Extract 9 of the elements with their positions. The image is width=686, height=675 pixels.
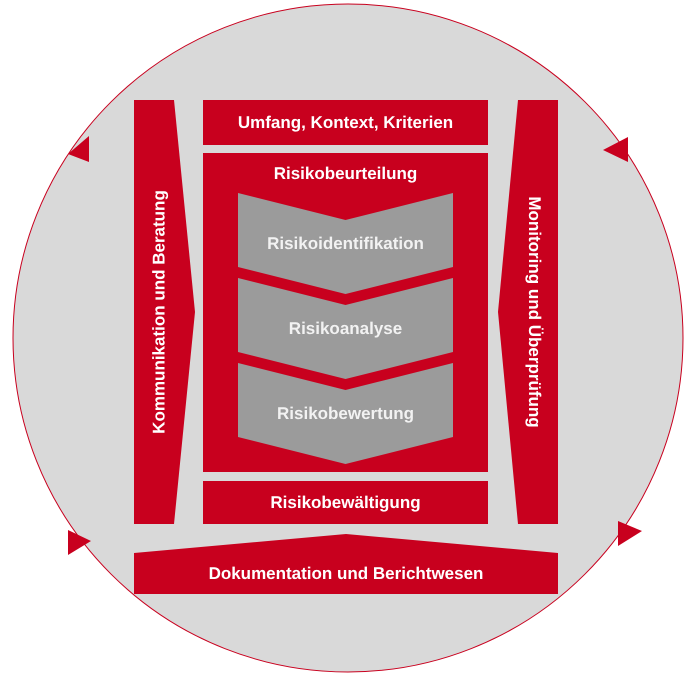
node-label: Risikobewertung [277,402,414,425]
node-label: Risikoanalyse [288,318,402,340]
node-label: Umfang, Kontext, Kriterien [238,112,454,134]
node-label: Risikoidentifikation [267,232,424,255]
node-label: Kommunikation und Beratung [148,190,169,434]
node-label: Monitoring und Überprüfung [524,196,545,428]
node-label: Dokumentation und Berichtwesen [208,562,484,585]
node-label: Risikobeurteilung [274,163,418,185]
node-label: Risikobewältigung [270,492,421,514]
